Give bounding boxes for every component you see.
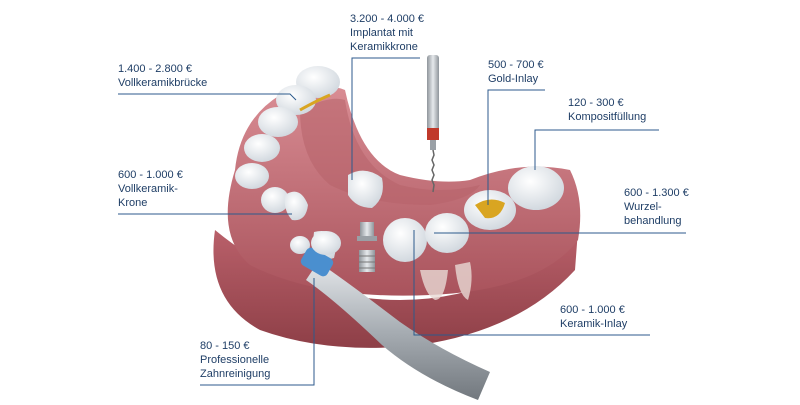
price-implantat: 3.200 - 4.000 € — [350, 13, 425, 25]
handpiece-instrument — [300, 231, 490, 400]
label-kompositfuellung: 120 - 300 € Kompositfüllung — [568, 96, 646, 124]
gum-inner — [300, 98, 480, 205]
label-implantat: 3.200 - 4.000 € Implantat mit Keramikkro… — [350, 12, 445, 54]
price-wurzelbehandlung: 600 - 1.300 € — [624, 187, 689, 199]
leader-zahnreinigung — [200, 278, 315, 386]
name-implantat: Implantat mit Keramikkrone — [350, 27, 418, 53]
price-gold-inlay: 500 - 700 € — [488, 59, 544, 71]
price-vollkeramikbruecke: 1.400 - 2.800 € — [118, 63, 193, 75]
implant-screw — [357, 222, 377, 272]
root-canal-instrument — [427, 55, 439, 193]
leader-gold-inlay — [487, 89, 545, 205]
leader-kompositfuellung — [534, 129, 659, 170]
label-gold-inlay: 500 - 700 € Gold-Inlay — [488, 58, 544, 86]
price-kompositfuellung: 120 - 300 € — [568, 97, 624, 109]
leader-lines — [118, 57, 686, 386]
implant-crown — [348, 170, 383, 208]
label-wurzelbehandlung: 600 - 1.300 € Wurzel-behandlung — [624, 186, 689, 228]
name-keramik-inlay: Keramik-Inlay — [560, 318, 628, 330]
price-zahnreinigung: 80 - 150 € — [200, 340, 250, 352]
label-vollkeramik-krone: 600 - 1.000 € Vollkeramik-Krone — [118, 168, 198, 210]
name-wurzelbehandlung: Wurzel-behandlung — [624, 201, 682, 227]
name-zahnreinigung: Professionelle Zahnreinigung — [200, 354, 271, 380]
gold-inlay-shape — [475, 199, 505, 219]
label-keramik-inlay: 600 - 1.000 € Keramik-Inlay — [560, 303, 627, 331]
price-keramik-inlay: 600 - 1.000 € — [560, 304, 625, 316]
name-gold-inlay: Gold-Inlay — [488, 73, 539, 85]
name-kompositfuellung: Kompositfüllung — [568, 111, 647, 123]
price-vollkeramik-krone: 600 - 1.000 € — [118, 169, 183, 181]
model-base — [213, 230, 578, 348]
leader-implantat — [351, 57, 420, 180]
label-vollkeramikbruecke: 1.400 - 2.800 € Vollkeramikbrücke — [118, 62, 207, 90]
name-vollkeramikbruecke: Vollkeramikbrücke — [118, 77, 208, 89]
label-zahnreinigung: 80 - 150 € Professionelle Zahnreinigung — [200, 339, 290, 381]
leader-vollkeramikbruecke — [118, 93, 297, 101]
name-vollkeramik-krone: Vollkeramik-Krone — [118, 183, 178, 209]
leader-keramik-inlay — [413, 230, 650, 336]
